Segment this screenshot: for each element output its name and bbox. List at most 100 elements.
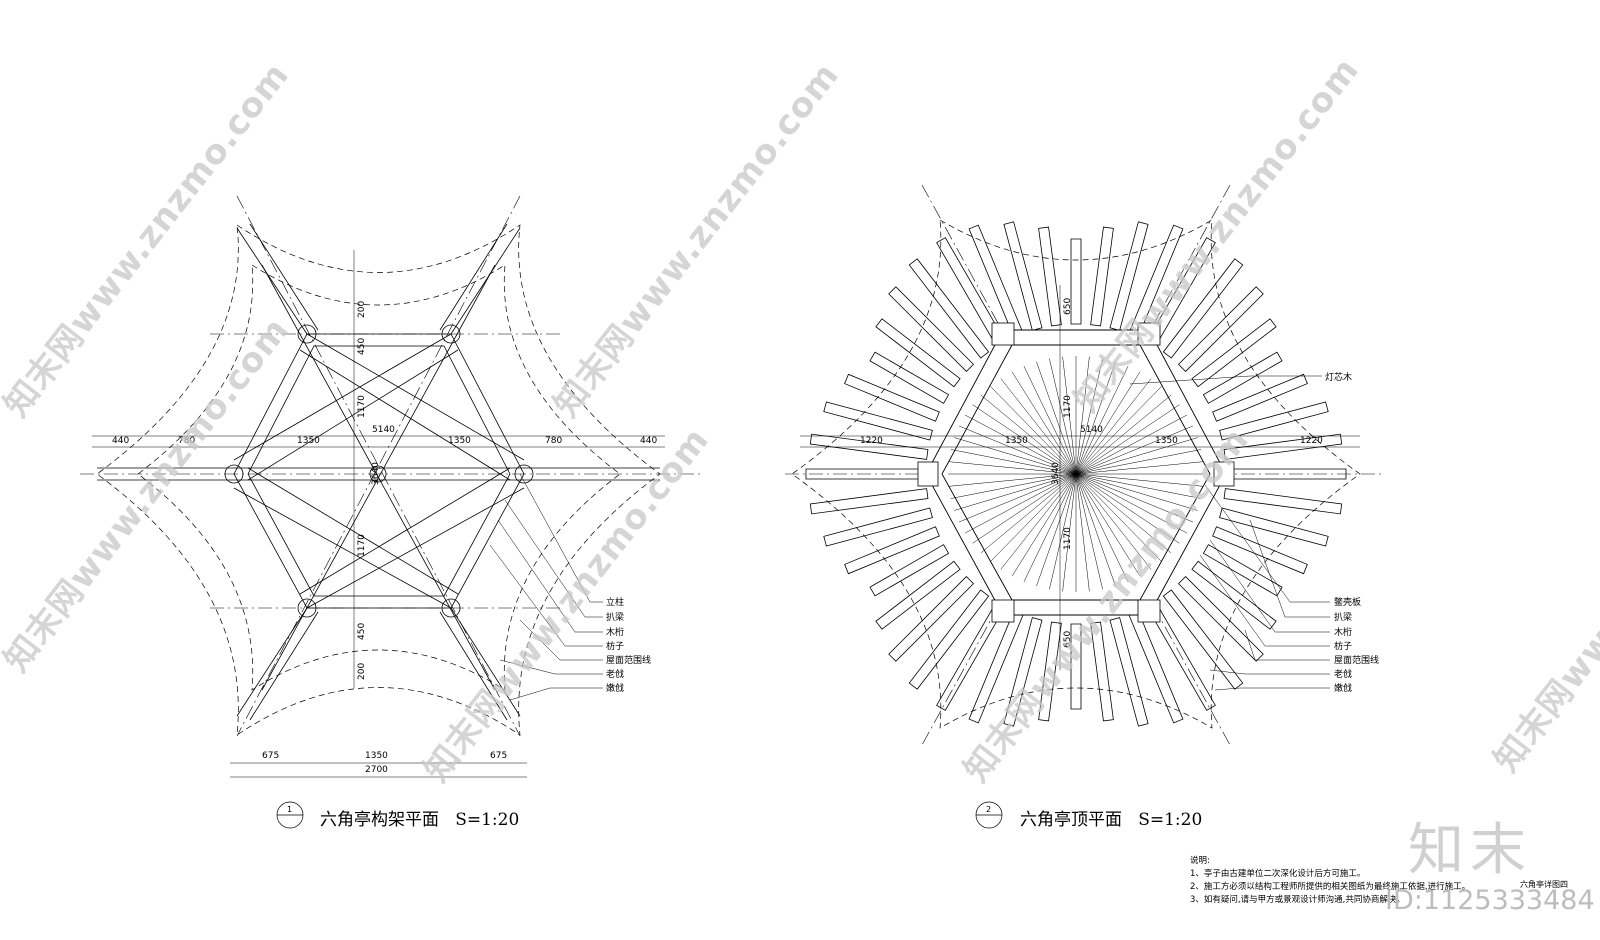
plan1-title: 六角亭构架平面 S=1:20 [320,805,519,830]
rafter [1128,610,1184,724]
radial-board [1036,361,1077,475]
dim-top-1: 440 [112,436,129,446]
radial-board [1075,473,1129,582]
plan-structure [80,195,700,778]
rafter [1090,226,1114,327]
rafter [1070,238,1082,325]
label2-roof-line: 屋面范围线 [1334,654,1379,666]
plan1-scale: S=1:20 [455,810,520,830]
plan2-radial-boards [948,356,1204,592]
rafter [1191,318,1277,388]
radial-board [950,449,1077,475]
rafter [844,373,940,422]
rafter [908,258,990,359]
dim-v-7: 200 [357,663,367,680]
rafter [1212,373,1308,422]
id-tag: ID:1125333484 [1385,885,1595,916]
rafter [875,318,961,388]
rafter [888,575,975,662]
dim-top-5: 1350 [448,436,471,446]
dim2-top-2: 1350 [1005,436,1028,446]
plan2-leaders [1129,375,1330,691]
rafter [869,544,950,597]
rafter [869,351,950,404]
radial-board [1075,386,1162,475]
radial-board [1000,378,1077,475]
rafter [1038,621,1062,722]
radial-board [1075,358,1103,475]
dim-bottom-total: 2700 [365,765,388,775]
rafter [1191,560,1277,630]
radial-board [1023,473,1077,582]
rafter [1202,351,1283,404]
radial-board [1036,473,1077,587]
rafter [809,433,929,460]
radial-board [1062,473,1077,592]
dim2-v-1: 650 [1063,298,1073,315]
dim-top-6: 780 [545,436,562,446]
rafter [1177,575,1264,662]
label2-purlin: 木桁 [1334,626,1352,638]
radial-board [990,473,1077,562]
radial-board [1075,404,1180,475]
radial-board [1075,378,1152,475]
radial-board [1075,473,1187,534]
dim2-v-4: 1170 [1063,527,1073,550]
dim-top-2: 780 [178,436,195,446]
radial-board [1075,366,1129,475]
plan1-title-text: 六角亭构架平面 [320,810,439,830]
label-beam: 扒梁 [606,611,624,623]
rafter [1109,617,1149,727]
rafter [1109,221,1149,331]
rafter [1070,623,1082,710]
plan-roof [785,184,1385,746]
label2-turtle-board: 鳖壳板 [1334,596,1361,608]
brand-logo: 知末 [1408,818,1532,883]
radial-board [1075,473,1172,554]
rafter [968,224,1024,338]
radial-board [1075,394,1172,475]
rafter [823,507,933,547]
sheet-title: 六角亭详图四 [1520,880,1568,889]
rafter [1223,488,1343,515]
rafter [1090,621,1114,722]
plan2-title-text: 六角亭顶平面 [1020,810,1122,830]
radial-board [1075,473,1194,523]
rafter [1162,589,1244,690]
label-old-rafter: 老戗 [606,668,624,680]
radial-board [1075,371,1141,475]
dim-v-2: 450 [357,338,367,355]
radial-board [948,473,1077,487]
radial-board [990,386,1077,475]
radial-board [1075,473,1204,487]
plan1-leaders [489,473,603,701]
radial-board [1075,461,1204,475]
rafter [1038,226,1062,327]
dim-bottom-3: 675 [490,751,507,761]
plan2-title: 六角亭顶平面 S=1:20 [1020,805,1202,830]
radial-board [1075,361,1116,475]
radial-board [965,473,1077,534]
dim-v-4: 3640 [371,462,381,485]
dim-top-3: 1350 [297,436,320,446]
dim-top-7: 440 [640,436,657,446]
plan1-columns [224,324,534,618]
radial-board [1062,356,1077,475]
label-lamp-core: 灯芯木 [1325,371,1352,383]
dim2-v-3: 3640 [1051,462,1061,485]
plan2-scale: S=1:20 [1138,810,1203,830]
label-young-rafter: 嫩戗 [606,682,624,694]
label-roof-line: 屋面范围线 [606,654,651,666]
radial-board [954,473,1077,511]
radial-board [972,404,1077,475]
rafter [844,526,940,575]
radial-board [1075,449,1202,475]
radial-board [1075,473,1103,590]
radial-board [965,414,1077,475]
radial-board [1075,473,1152,570]
rafter [1003,221,1043,331]
rafter [1162,258,1244,359]
dim-v-3: 1170 [357,395,367,418]
rafter [1219,401,1329,441]
